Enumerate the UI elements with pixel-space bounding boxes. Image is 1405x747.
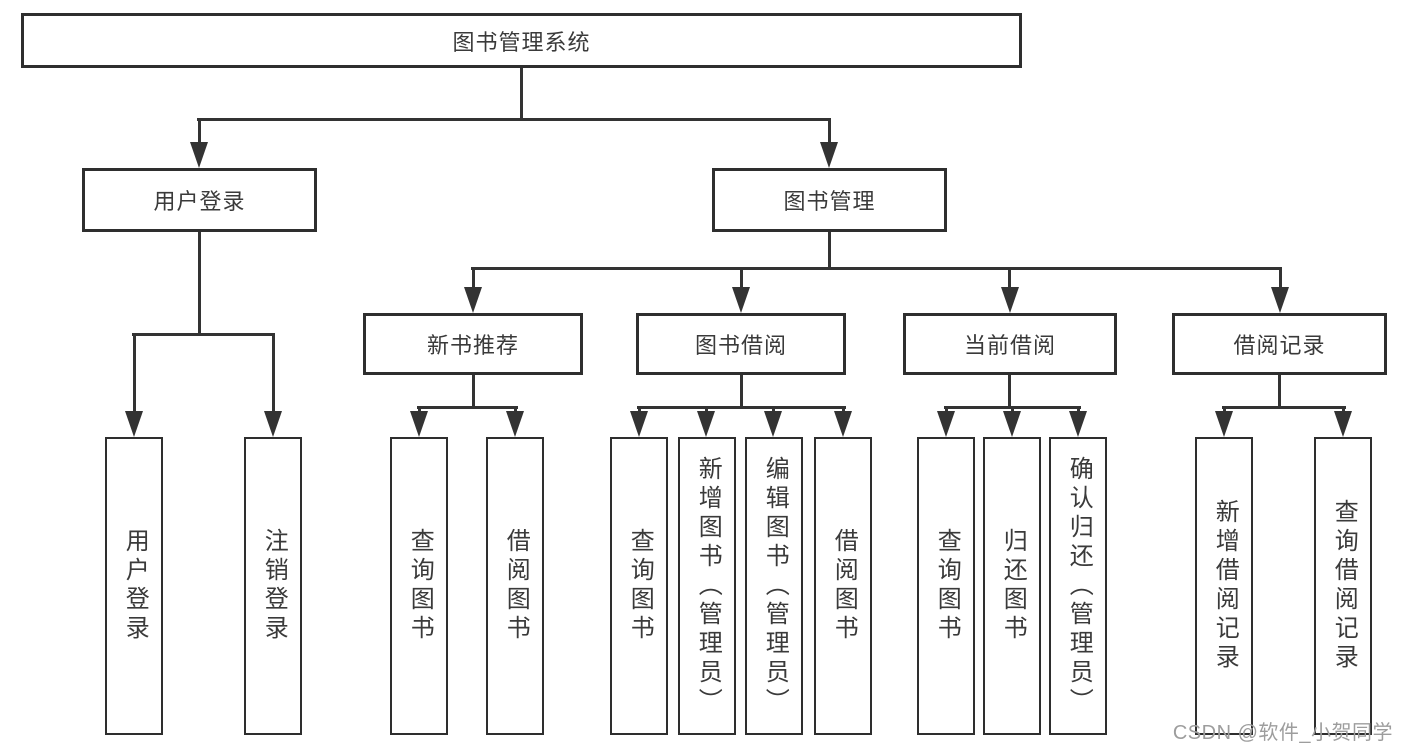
arrow-down-icon	[732, 287, 750, 313]
arrow-down-icon	[1001, 287, 1019, 313]
leaf-borrow-books-recommend: 借阅图书	[486, 437, 544, 735]
csdn-watermark: CSDN @软件_小贺同学	[1172, 722, 1393, 744]
node-current-borrowing: 当前借阅	[903, 313, 1117, 375]
leaf-borrow-books-borrowing: 借阅图书	[814, 437, 872, 735]
connector-line	[514, 406, 517, 414]
node-library-system: 图书管理系统	[21, 13, 1022, 68]
arrow-down-icon	[630, 411, 648, 437]
connector-line	[272, 333, 275, 413]
connector-line	[1008, 375, 1011, 408]
connector-line	[520, 68, 523, 121]
connector-line	[945, 406, 948, 414]
connector-line	[1279, 267, 1282, 291]
connector-line	[472, 375, 475, 408]
connector-line	[638, 406, 641, 414]
leaf-add-book-admin: 新增图书（管理员）	[678, 437, 736, 735]
arrow-down-icon	[125, 411, 143, 437]
connector-line	[705, 406, 708, 414]
connector-line	[197, 118, 831, 121]
connector-line	[828, 232, 831, 270]
arrow-down-icon	[410, 411, 428, 437]
connector-line	[842, 406, 845, 414]
arrow-down-icon	[464, 287, 482, 313]
arrow-down-icon	[1215, 411, 1233, 437]
leaf-edit-book-admin: 编辑图书（管理员）	[745, 437, 803, 735]
leaf-user-login: 用户登录	[105, 437, 163, 735]
arrow-down-icon	[1334, 411, 1352, 437]
connector-line	[1342, 406, 1345, 414]
connector-line	[198, 118, 201, 147]
leaf-query-borrow-record: 查询借阅记录	[1314, 437, 1372, 735]
node-book-management: 图书管理	[712, 168, 947, 232]
arrow-down-icon	[820, 142, 838, 168]
arrow-down-icon	[834, 411, 852, 437]
connector-line	[1278, 375, 1281, 408]
leaf-query-books-current: 查询图书	[917, 437, 975, 735]
connector-line	[132, 333, 275, 336]
connector-line	[637, 406, 846, 409]
arrow-down-icon	[937, 411, 955, 437]
connector-line	[740, 267, 743, 291]
connector-line	[418, 406, 421, 414]
arrow-down-icon	[764, 411, 782, 437]
connector-line	[1222, 406, 1346, 409]
arrow-down-icon	[264, 411, 282, 437]
connector-line	[133, 333, 136, 413]
node-user-login: 用户登录	[82, 168, 317, 232]
node-book-borrowing: 图书借阅	[636, 313, 846, 375]
arrow-down-icon	[506, 411, 524, 437]
leaf-query-books-recommend: 查询图书	[390, 437, 448, 735]
connector-line	[472, 267, 475, 291]
leaf-confirm-return-admin: 确认归还（管理员）	[1049, 437, 1107, 735]
connector-line	[828, 118, 831, 147]
leaf-return-books: 归还图书	[983, 437, 1041, 735]
connector-line	[740, 375, 743, 408]
node-new-book-recommend: 新书推荐	[363, 313, 583, 375]
leaf-add-borrow-record: 新增借阅记录	[1195, 437, 1253, 735]
connector-line	[1008, 267, 1011, 291]
connector-line	[417, 406, 518, 409]
arrow-down-icon	[697, 411, 715, 437]
connector-line	[471, 267, 1282, 270]
connector-line	[1077, 406, 1080, 414]
connector-line	[772, 406, 775, 414]
connector-line	[1011, 406, 1014, 414]
connector-line	[198, 232, 201, 336]
leaf-query-books-borrowing: 查询图书	[610, 437, 668, 735]
arrow-down-icon	[190, 142, 208, 168]
arrow-down-icon	[1003, 411, 1021, 437]
connector-line	[1223, 406, 1226, 414]
node-borrowing-records: 借阅记录	[1172, 313, 1387, 375]
leaf-logout: 注销登录	[244, 437, 302, 735]
arrow-down-icon	[1069, 411, 1087, 437]
arrow-down-icon	[1271, 287, 1289, 313]
